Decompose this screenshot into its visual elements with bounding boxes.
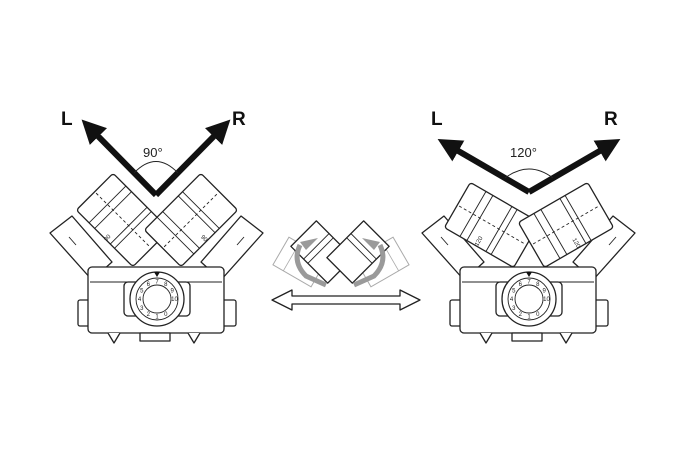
- angle-label-120: 120°: [510, 145, 537, 160]
- double-headed-arrow: [271, 289, 421, 311]
- dial-number: 2: [519, 312, 523, 318]
- dial-number: 1: [155, 315, 159, 321]
- dial-number: 1: [527, 315, 531, 321]
- left-channel-arrow: [81, 119, 159, 198]
- dial-number: 2: [147, 312, 151, 318]
- dial-number: 7: [527, 280, 531, 286]
- dial-number: 6: [147, 282, 151, 288]
- dial-number: 0: [536, 312, 540, 318]
- angle-label-90: 90°: [143, 145, 163, 160]
- mic-capsule-left: [444, 182, 540, 268]
- mic-side-wing-left: [49, 215, 113, 281]
- mic-capsule-right: [518, 182, 614, 268]
- mic-side-wing-right: [200, 215, 264, 281]
- dial-number: 3: [512, 306, 516, 312]
- angle-arc: [504, 168, 554, 179]
- dial-number: 5: [140, 288, 144, 294]
- dial-number: 5: [512, 288, 516, 294]
- dial-number: 10: [543, 297, 550, 303]
- dial-number: 3: [140, 306, 144, 312]
- rotation-arrows-icon: [294, 238, 386, 288]
- dial-number: 4: [510, 297, 514, 303]
- mic-side-wing-left: [421, 215, 485, 281]
- right-channel-arrow: [153, 119, 231, 198]
- rotation-illustration: [272, 220, 410, 288]
- capsule-mark-left: 90: [103, 234, 112, 243]
- capsule-mark-right: 120: [571, 238, 582, 250]
- dial-number: 4: [138, 297, 142, 303]
- capsule-mark-left: 120: [474, 235, 485, 247]
- dial-number: 8: [164, 282, 168, 288]
- dial-number: 9: [171, 288, 175, 294]
- dial-number: 7: [155, 280, 159, 286]
- dial-number: 0: [164, 312, 168, 318]
- mic-side-wing-right: [572, 215, 636, 281]
- left-channel-label: L: [431, 109, 443, 130]
- dial-number: 10: [171, 297, 178, 303]
- mic-capsule-left: [76, 173, 170, 267]
- dial-number: 6: [519, 282, 523, 288]
- dial-number: 8: [536, 282, 540, 288]
- dial-number: 9: [543, 288, 547, 294]
- right-channel-arrow: [527, 138, 621, 195]
- angle-arc: [133, 161, 179, 174]
- left-channel-arrow: [437, 138, 531, 195]
- capsule-mark-right: 90: [199, 234, 208, 243]
- left-channel-label: L: [61, 109, 73, 130]
- right-channel-label: R: [232, 109, 246, 130]
- mic-capsule-right: [144, 173, 238, 267]
- right-channel-label: R: [604, 109, 618, 130]
